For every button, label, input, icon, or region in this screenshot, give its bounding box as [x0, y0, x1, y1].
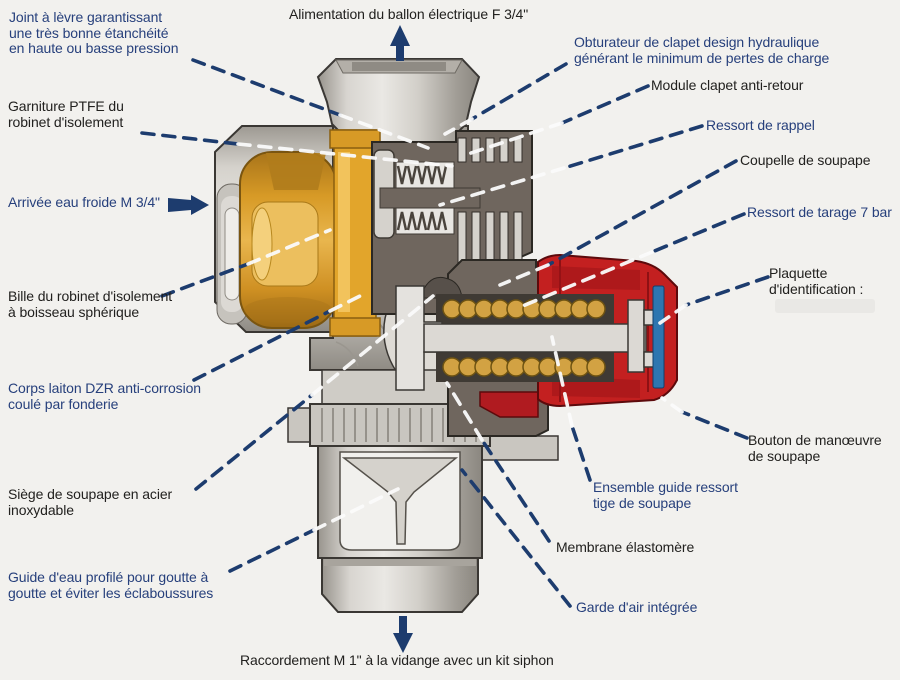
label-bouton-manoeuvre: Bouton de manœuvre de soupape — [748, 432, 882, 464]
flow-down-arrow — [393, 616, 413, 653]
label-garniture-ptfe: Garniture PTFE du robinet d'isolement — [8, 98, 124, 130]
label-coupelle: Coupelle de soupape — [740, 152, 871, 168]
drain-hex-nut — [321, 557, 479, 613]
label-obturateur: Obturateur de clapet design hydraulique … — [574, 34, 830, 66]
label-ressort-rappel: Ressort de rappel — [706, 117, 815, 133]
label-arrivee-eau: Arrivée eau froide M 3/4" — [8, 194, 160, 210]
label-bille-robinet: Bille du robinet d'isolement à boisseau … — [8, 288, 173, 320]
leader-lines-white — [236, 113, 688, 532]
return-spring — [396, 165, 448, 231]
isolation-ball-valve — [239, 151, 337, 329]
knob-skirt — [479, 391, 539, 418]
label-raccordement: Raccordement M 1" à la vidange avec un k… — [240, 652, 554, 668]
label-garde-air: Garde d'air intégrée — [576, 599, 698, 615]
elastomer-membrane — [419, 276, 463, 299]
label-plaquette: Plaquette d'identification : — [769, 265, 864, 297]
label-siege-soupape: Siège de soupape en acier inoxydable — [8, 486, 173, 518]
module-slots — [457, 137, 523, 291]
flow-right-arrow — [168, 195, 209, 215]
label-ensemble-guide: Ensemble guide ressort tige de soupape — [593, 479, 738, 511]
label-ressort-tarage: Ressort de tarage 7 bar — [747, 204, 892, 220]
leader-lines-navy — [140, 58, 770, 608]
flow-up-arrow — [390, 25, 410, 61]
label-alimentation: Alimentation du ballon électrique F 3/4" — [289, 6, 529, 22]
water-guide-funnel — [341, 457, 459, 545]
label-membrane: Membrane élastomère — [556, 539, 695, 555]
valve-stem — [423, 299, 655, 373]
label-corps-laiton: Corps laiton DZR anti-corrosion coulé pa… — [8, 380, 201, 412]
label-module-clapet: Module clapet anti-retour — [651, 77, 804, 93]
faded-mark — [775, 299, 875, 313]
id-plate-strip — [652, 285, 665, 389]
label-joint-levre: Joint à lèvre garantissant une très bonn… — [9, 9, 179, 56]
label-guide-eau: Guide d'eau profilé pour goutte à goutte… — [8, 569, 214, 601]
calibration-spring-coils — [442, 299, 606, 377]
ptfe-packing — [329, 129, 381, 337]
